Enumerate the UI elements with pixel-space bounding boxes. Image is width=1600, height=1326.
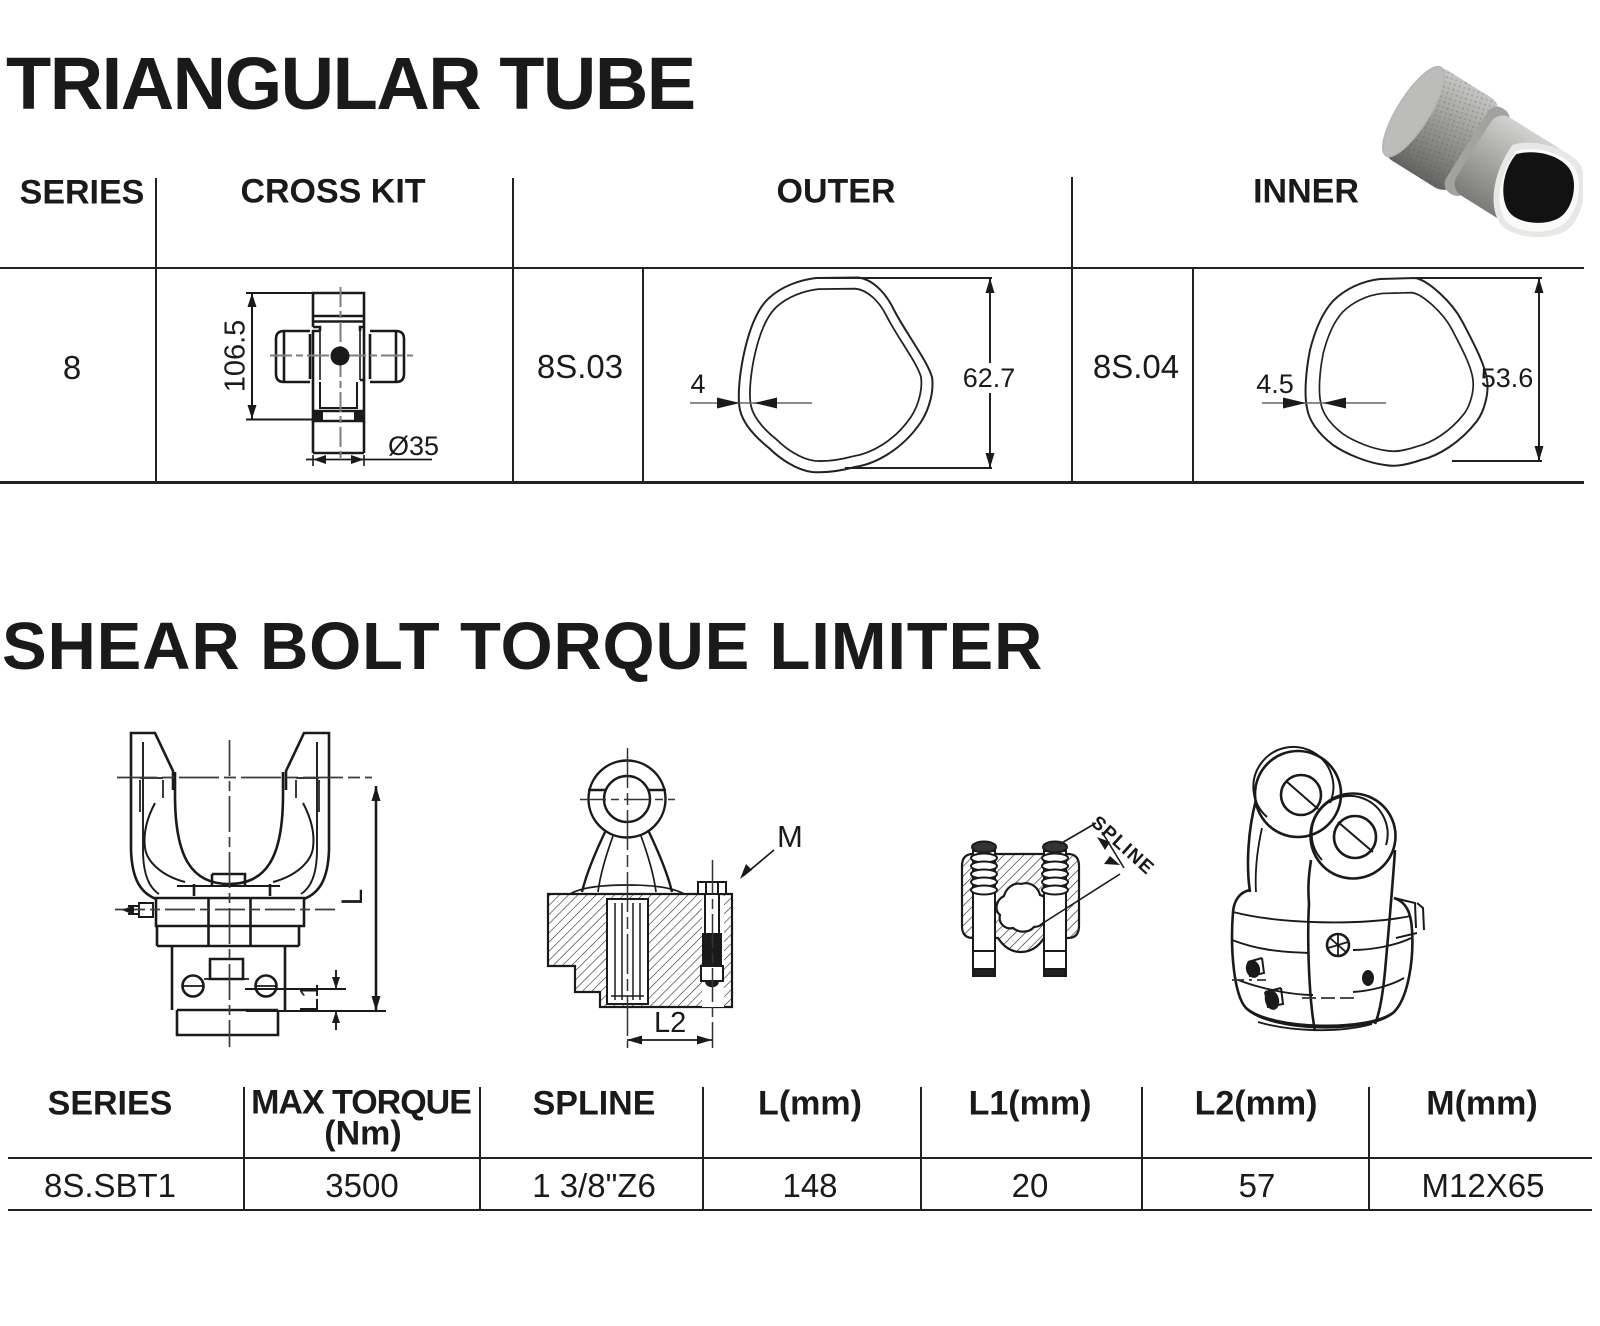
svg-text:106.5: 106.5 — [220, 320, 252, 393]
svg-text:L: L — [336, 889, 369, 906]
svg-text:4.5: 4.5 — [1256, 369, 1294, 399]
svg-text:Ø35: Ø35 — [388, 431, 439, 461]
svg-text:53.6: 53.6 — [1481, 363, 1534, 393]
svg-text:L1: L1 — [294, 984, 324, 1013]
svg-text:L2: L2 — [654, 1007, 686, 1039]
svg-text:4: 4 — [690, 369, 705, 399]
svg-text:M: M — [777, 819, 803, 854]
svg-text:SPLINE: SPLINE — [1087, 812, 1159, 880]
svg-text:62.7: 62.7 — [963, 363, 1016, 393]
